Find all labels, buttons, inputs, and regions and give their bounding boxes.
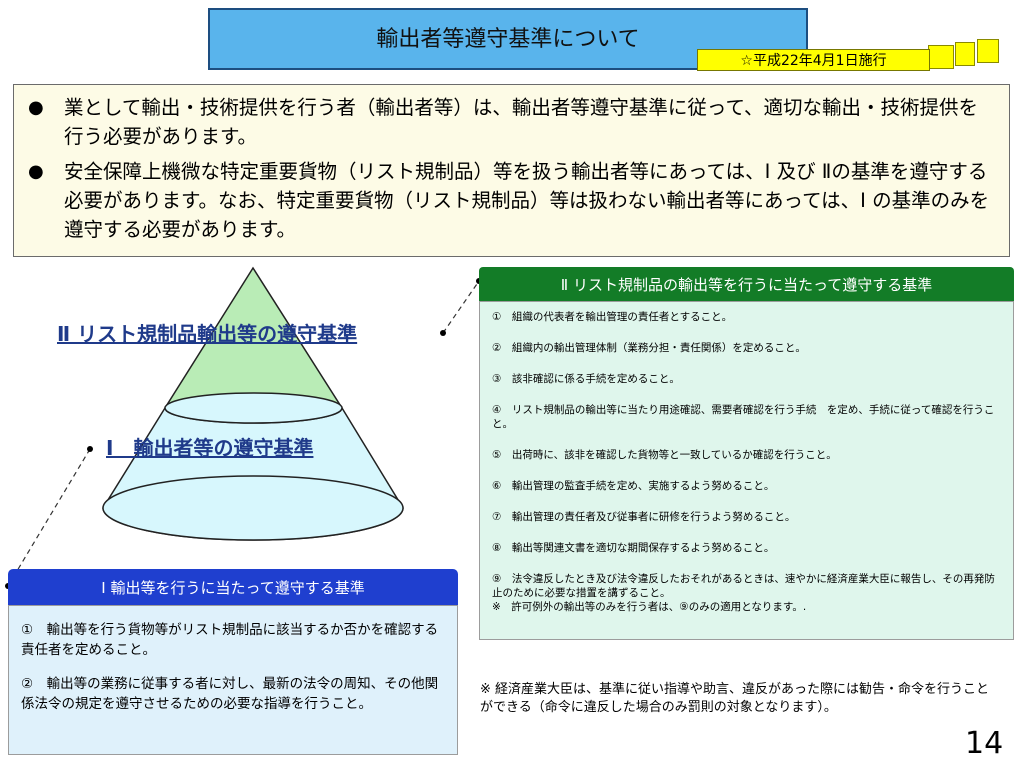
panel-ii-item: ⑤ 出荷時に、該非を確認した貨物等と一致しているか確認を行うこと。: [492, 449, 837, 461]
intro-bullet: ● 安全保障上機微な特定重要貨物（リスト規制品）等を扱う輸出者等にあっては、Ⅰ …: [28, 157, 995, 244]
panel-ii-title: Ⅱ リスト規制品の輸出等を行うに当たって遵守する基準: [560, 275, 933, 294]
sticky-note-decoration: [955, 42, 975, 66]
panel-ii-item: ③ 該非確認に係る手続を定めること。: [492, 373, 680, 385]
panel-i-item: ① 輸出等を行う貨物等がリスト規制品に該当するか否かを確認する責任者を定めること…: [21, 622, 439, 658]
page-number: 14: [965, 726, 1004, 761]
connector-dot: [440, 330, 446, 336]
panel-ii-item: ⑥ 輸出管理の監査手続を定め、実施するよう努めること。: [492, 480, 775, 492]
panel-ii-item: ⑦ 輸出管理の責任者及び従事者に研修を行うよう努めること。: [492, 511, 796, 523]
panel-i-item: ② 輸出等の業務に従事する者に対し、最新の法令の周知、その他関係法令の規定を遵守…: [21, 676, 439, 712]
footnote: ※ 経済産業大臣は、基準に従い指導や助言、違反があった際には勧告・命令を行うこと…: [480, 682, 990, 715]
pyramid-label-ii: Ⅱ リスト規制品輸出等の遵守基準: [57, 322, 358, 346]
intro-bullet-text: 安全保障上機微な特定重要貨物（リスト規制品）等を扱う輸出者等にあっては、Ⅰ 及び…: [64, 160, 990, 241]
cone-middle-ellipse: [164, 392, 343, 424]
panel-ii-body: ① 組織の代表者を輸出管理の責任者とすること。 ② 組織内の輸出管理体制（業務分…: [479, 301, 1014, 640]
panel-ii-item: ② 組織内の輸出管理体制（業務分担・責任関係）を定めること。: [492, 342, 806, 354]
panel-ii-header: Ⅱ リスト規制品の輸出等を行うに当たって遵守する基準: [479, 267, 1014, 301]
effective-date-text: ☆平成22年4月1日施行: [740, 53, 887, 69]
effective-date-badge: ☆平成22年4月1日施行: [697, 49, 930, 71]
intro-bullet: ● 業として輸出・技術提供を行う者（輸出者等）は、輸出者等遵守基準に従って、適切…: [28, 93, 995, 151]
slide-title-text: 輸出者等遵守基準について: [376, 27, 640, 52]
intro-box: ● 業として輸出・技術提供を行う者（輸出者等）は、輸出者等遵守基準に従って、適切…: [13, 84, 1010, 257]
slide-title: 輸出者等遵守基準について: [208, 8, 808, 70]
panel-ii-note: ※ 許可例外の輸出等のみを行う者は、⑨のみの適用となります。.: [492, 601, 807, 613]
panel-i-body: ① 輸出等を行う貨物等がリスト規制品に該当するか否かを確認する責任者を定めること…: [8, 605, 458, 755]
connector-ii: [442, 280, 480, 334]
panel-ii-item: ⑧ 輸出等関連文書を適切な期間保存するよう努めること。: [492, 542, 775, 554]
connector-dot: [87, 446, 93, 452]
panel-ii-item: ① 組織の代表者を輸出管理の責任者とすること。: [492, 311, 733, 323]
panel-i-header: Ⅰ 輸出等を行うに当たって遵守する基準: [8, 569, 458, 605]
panel-ii-item: ④ リスト規制品の輸出等に当たり用途確認、需要者確認を行う手続 を定め、手続に従…: [492, 404, 995, 430]
pyramid-label-i: Ⅰ 輸出者等の遵守基準: [106, 436, 314, 460]
connector-i: [7, 448, 91, 587]
bullet-icon: ●: [28, 97, 44, 118]
panel-i-title: Ⅰ 輸出等を行うに当たって遵守する基準: [101, 578, 365, 597]
bullet-icon: ●: [28, 161, 44, 182]
sticky-note-decoration: [977, 39, 999, 63]
intro-bullet-text: 業として輸出・技術提供を行う者（輸出者等）は、輸出者等遵守基準に従って、適切な輸…: [64, 96, 978, 148]
cone-base: [102, 475, 404, 541]
panel-ii-item: ⑨ 法令違反したとき及び法令違反したおそれがあるときは、速やかに経済産業大臣に報…: [492, 573, 995, 599]
